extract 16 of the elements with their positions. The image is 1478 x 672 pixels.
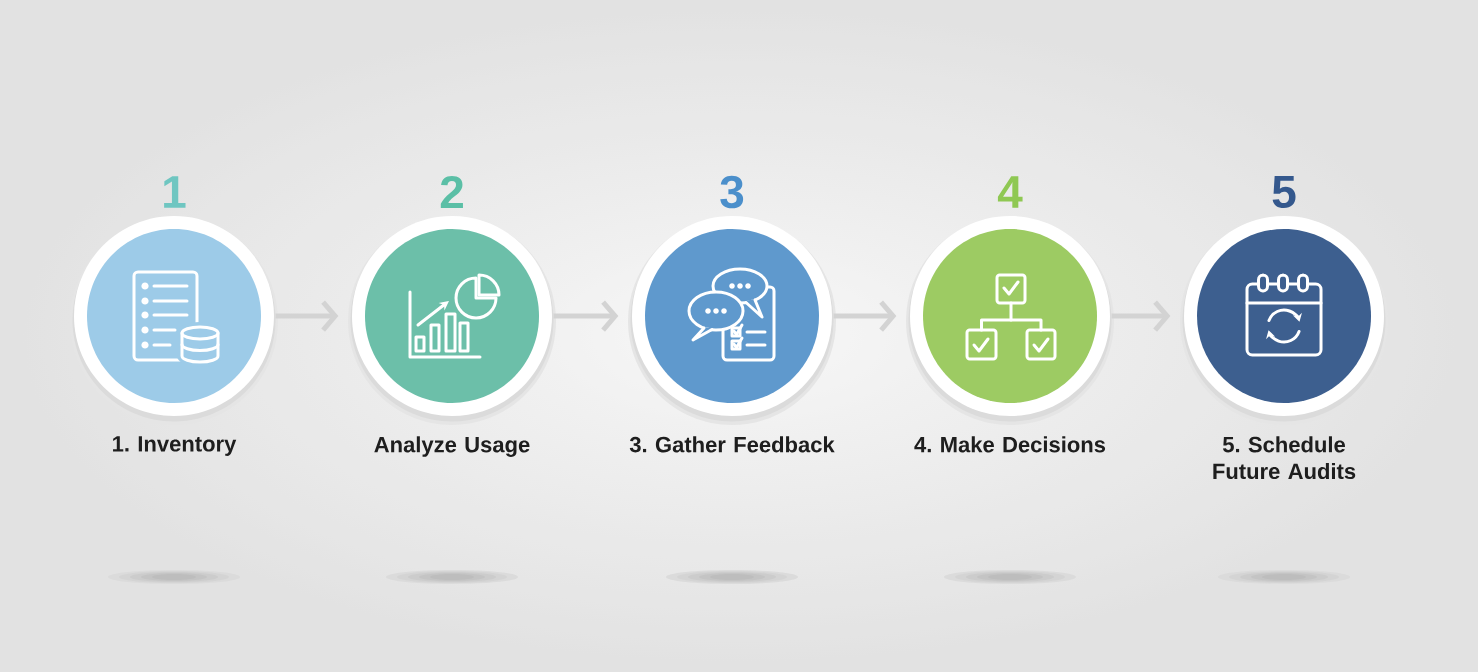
step-number: 5 <box>1272 175 1296 209</box>
step-circle <box>906 216 1114 425</box>
step-label: Analyze Usage <box>374 436 530 457</box>
step-number: 1 <box>164 176 186 208</box>
step-circle <box>628 216 836 425</box>
arrow <box>553 300 619 332</box>
step-label: 5. Schedule Future Audits <box>1213 436 1356 480</box>
step-number: 2 <box>440 175 463 209</box>
arrow <box>275 300 339 332</box>
step-label: 4. Make Decisions <box>914 436 1106 453</box>
step-label: 3. Gather Feedback <box>629 436 835 453</box>
arrow <box>833 300 897 332</box>
step-label: 1. Inventory <box>113 436 237 456</box>
step-circle <box>348 216 556 425</box>
step-number: 4 <box>997 176 1023 208</box>
step-number: 3 <box>720 175 744 209</box>
